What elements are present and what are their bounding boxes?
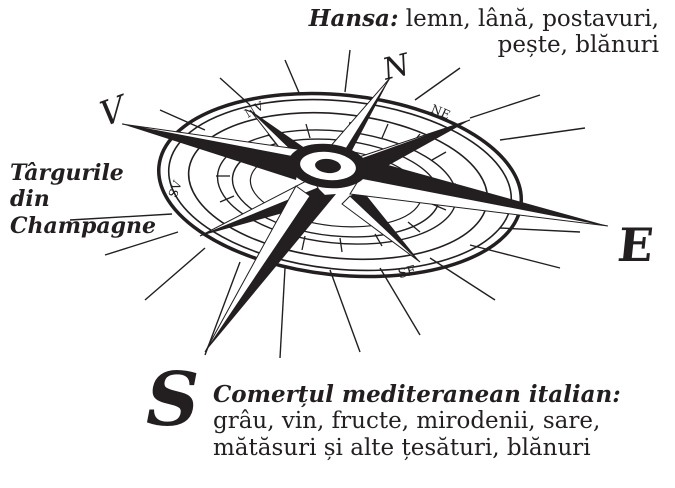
mediterranean-title: Comerțul mediteranean italian: bbox=[213, 381, 673, 408]
mediterranean-goods-2: mătăsuri și alte țesături, blănuri bbox=[213, 435, 673, 462]
ring-label-se: SE bbox=[397, 263, 418, 282]
hansa-goods-1: lemn, lână, postavuri, bbox=[406, 6, 659, 32]
champagne-annotation: Târgurile din Champagne bbox=[10, 160, 156, 239]
hansa-goods-2: pește, blănuri bbox=[239, 33, 659, 59]
ring-label-ne: NE bbox=[429, 102, 452, 122]
mediterranean-annotation: Comerțul mediteranean italian: grâu, vin… bbox=[213, 381, 673, 462]
compass-letter-south: S bbox=[146, 363, 199, 437]
hansa-line-1: Hansa: lemn, lână, postavuri, bbox=[239, 6, 659, 33]
champagne-line-2: din bbox=[10, 186, 156, 212]
hansa-annotation: Hansa: lemn, lână, postavuri, pește, blă… bbox=[239, 6, 659, 59]
mediterranean-goods-1: grâu, vin, fructe, mirodenii, sare, bbox=[213, 408, 673, 435]
champagne-line-3: Champagne bbox=[10, 213, 156, 239]
champagne-line-1: Târgurile bbox=[10, 160, 156, 186]
hansa-title: Hansa: bbox=[309, 5, 399, 32]
compass-letter-east: E bbox=[615, 218, 656, 272]
ring-label-sv: SV bbox=[166, 179, 185, 200]
